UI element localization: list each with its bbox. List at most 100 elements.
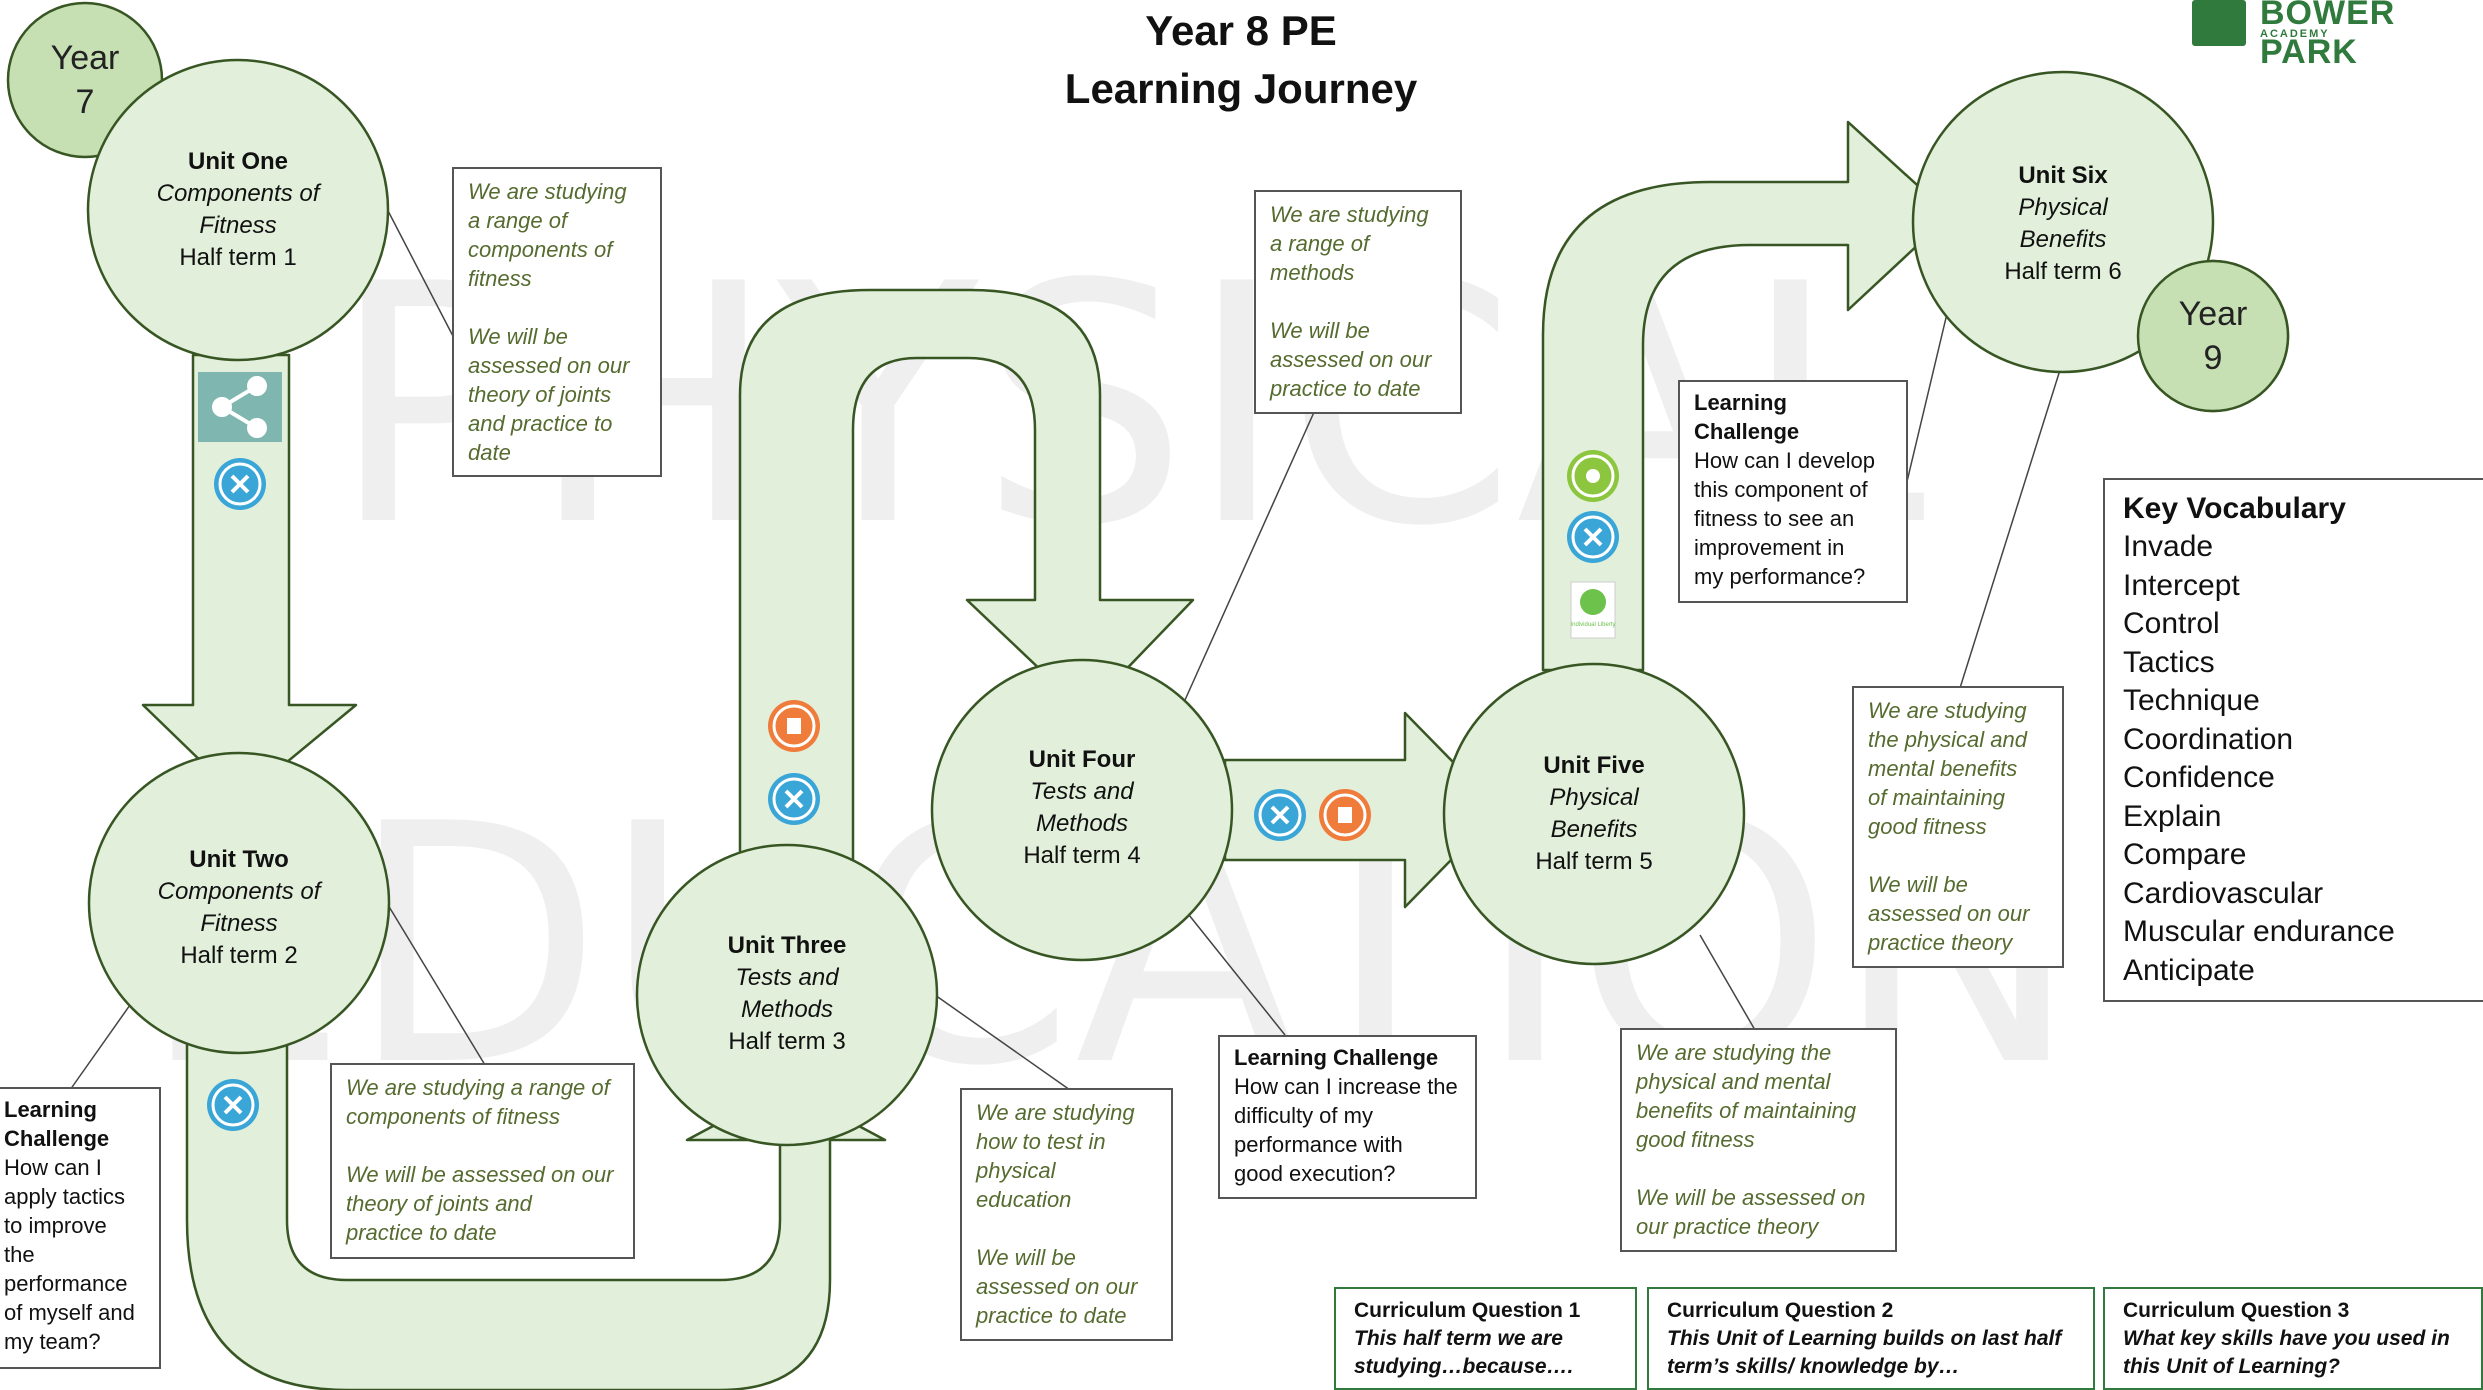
curriculum-question-3: Curriculum Question 3 What key skills ha…: [2103, 1287, 2483, 1390]
study-box-unit3: We are studying how to test in physical …: [960, 1088, 1173, 1341]
learning-challenge-2-heading: Learning Challenge: [1234, 1045, 1439, 1070]
vocab-item: Coordination: [2123, 722, 2294, 756]
study-box-unit1: We are studying a range of components of…: [452, 167, 662, 477]
unit1-term: Half term 1: [179, 244, 297, 271]
curriculum-question-2: Curriculum Question 2 This Unit of Learn…: [1647, 1287, 2095, 1390]
unit1-subtitle-line1: Components of: [156, 180, 320, 207]
unit4-title: Unit Four: [1028, 746, 1136, 773]
vocab-item: Confidence: [2123, 761, 2275, 794]
study-box-unit4-assessed: We will be assessed on our practice to d…: [1270, 318, 1432, 401]
unit4-term: Half term 4: [1023, 842, 1141, 869]
year9-word: Year: [2178, 295, 2248, 333]
unit1-subtitle-line2: Fitness: [199, 212, 277, 239]
study-box-unit5: We are studying the physical and mental …: [1620, 1028, 1897, 1252]
study-box-unit6-studying: We are studying the physical and mental …: [1868, 698, 2027, 839]
unit2-circle: [87, 751, 391, 1055]
connector-line-unit2: [384, 899, 486, 1066]
unit6-term: Half term 6: [2004, 258, 2122, 285]
unit4-text: Unit Four Tests and Methods Half term 4: [962, 744, 1202, 872]
learning-challenge-2-text: How can I increase the difficulty of my …: [1234, 1074, 1458, 1186]
logo-name: BOWER PARK: [2260, 0, 2396, 71]
journey-path: [141, 120, 1952, 1390]
unit3-title: Unit Three: [727, 932, 847, 959]
teamwork-badge-icon: [1254, 789, 1306, 841]
unit6-circle: [1911, 70, 2215, 374]
curriculum-question-1: Curriculum Question 1 This half term we …: [1334, 1287, 1637, 1390]
problem-solving-badge-icon: [1319, 789, 1371, 841]
study-box-unit3-studying: We are studying how to test in physical …: [976, 1100, 1135, 1212]
unit1-text: Unit One Components of Fitness Half term…: [118, 146, 358, 274]
year9-number: 9: [2203, 339, 2223, 377]
arrow-unit3-to-unit4: [738, 288, 1195, 867]
school-logo: BOWER PARK ACADEMY: [2192, 0, 2483, 71]
unit6-subtitle-line1: Physical: [2018, 194, 2108, 221]
unit2-title: Unit Two: [189, 846, 289, 873]
study-box-unit6: We are studying the physical and mental …: [1852, 686, 2064, 968]
study-box-unit1-studying: We are studying a range of components of…: [468, 179, 627, 291]
teamwork-badge-icon: [214, 458, 266, 510]
learning-challenge-box-2: Learning Challenge How can I increase th…: [1218, 1035, 1477, 1199]
study-box-unit5-studying: We are studying the physical and mental …: [1636, 1040, 1857, 1152]
study-box-unit4-studying: We are studying a range of methods: [1270, 202, 1429, 285]
vocab-item: Technique: [2123, 684, 2260, 717]
unit5-text: Unit Five Physical Benefits Half term 5: [1474, 750, 1714, 878]
unit4-circle: [930, 658, 1234, 962]
unit-circles: [86, 58, 2215, 1147]
arrow-unit1-to-unit2: [141, 353, 358, 802]
curriculum-question-1-heading: Curriculum Question 1: [1354, 1299, 1581, 1322]
unit3-subtitle-line2: Methods: [740, 996, 834, 1023]
learning-challenge-3-text: How can I develop this component of fitn…: [1694, 448, 1875, 589]
vocab-item: Compare: [2123, 838, 2247, 871]
learning-challenge-1-text: How can I apply tactics to improve the p…: [4, 1155, 135, 1354]
creative-badge-icon: [1567, 450, 1619, 502]
share-icon: [198, 372, 282, 442]
connector-line-unit1: [384, 204, 456, 341]
vocab-item: Anticipate: [2123, 953, 2255, 987]
unit3-subtitle-line1: Tests and: [735, 964, 839, 991]
unit1-circle: [86, 58, 390, 362]
study-box-unit6-assessed: We will be assessed on our practice theo…: [1868, 872, 2030, 955]
vocab-item: Cardiovascular: [2123, 876, 2324, 910]
connector-line-challenge1: [69, 1004, 131, 1091]
connector-line-unit4-study: [1184, 409, 1316, 701]
individual-liberty-badge-label: Individual Liberty: [1570, 622, 1615, 628]
connector-line-unit4-challenge: [1184, 909, 1286, 1036]
learning-challenge-box-1: Learning Challenge How can I apply tacti…: [0, 1087, 161, 1369]
unit3-term: Half term 3: [728, 1028, 846, 1055]
teamwork-badge-icon: [1567, 511, 1619, 563]
unit5-subtitle-line1: Physical: [1549, 784, 1639, 811]
year7-label: Year 7: [8, 36, 162, 124]
teamwork-badge-icon: [207, 1079, 259, 1131]
crest-icon: [2192, 0, 2246, 46]
unit5-circle: [1442, 662, 1746, 966]
curriculum-question-3-text: What key skills have you used in this Un…: [2123, 1327, 2450, 1378]
curriculum-question-3-heading: Curriculum Question 3: [2123, 1299, 2350, 1322]
learning-challenge-box-3: Learning Challenge How can I develop thi…: [1678, 380, 1908, 603]
unit2-subtitle-line2: Fitness: [200, 910, 278, 937]
study-box-unit2-studying: We are studying a range of components of…: [346, 1075, 610, 1129]
individual-liberty-badge-icon: Individual Liberty: [1570, 581, 1616, 639]
study-box-unit2-assessed: We will be assessed on our theory of joi…: [346, 1162, 614, 1245]
arrow-unit2-to-unit3: [185, 1038, 887, 1390]
unit2-term: Half term 2: [180, 942, 298, 969]
connector-line-unit5: [1699, 934, 1756, 1031]
unit2-subtitle-line1: Components of: [157, 878, 321, 905]
study-box-unit5-assessed: We will be assessed on our practice theo…: [1636, 1185, 1866, 1239]
year7-number: 7: [75, 83, 95, 121]
unit2-text: Unit Two Components of Fitness Half term…: [119, 844, 359, 972]
study-box-unit2: We are studying a range of components of…: [330, 1063, 635, 1259]
unit1-title: Unit One: [188, 148, 288, 175]
unit6-title: Unit Six: [2018, 162, 2108, 189]
title-line2: Learning Journey: [1064, 65, 1418, 112]
title-line1: Year 8 PE: [1145, 7, 1337, 54]
vocab-item: Tactics: [2123, 645, 2215, 679]
learning-challenge-1-heading: Learning Challenge: [4, 1097, 110, 1151]
curriculum-question-2-heading: Curriculum Question 2: [1667, 1299, 1894, 1322]
unit5-term: Half term 5: [1535, 848, 1653, 875]
unit3-circle: [635, 843, 939, 1147]
unit6-text: Unit Six Physical Benefits Half term 6: [1943, 160, 2183, 288]
study-box-unit1-assessed: We will be assessed on our theory of joi…: [468, 324, 630, 465]
badges: Individual Liberty: [207, 450, 1619, 1131]
study-box-unit4: We are studying a range of methods We wi…: [1254, 190, 1462, 414]
